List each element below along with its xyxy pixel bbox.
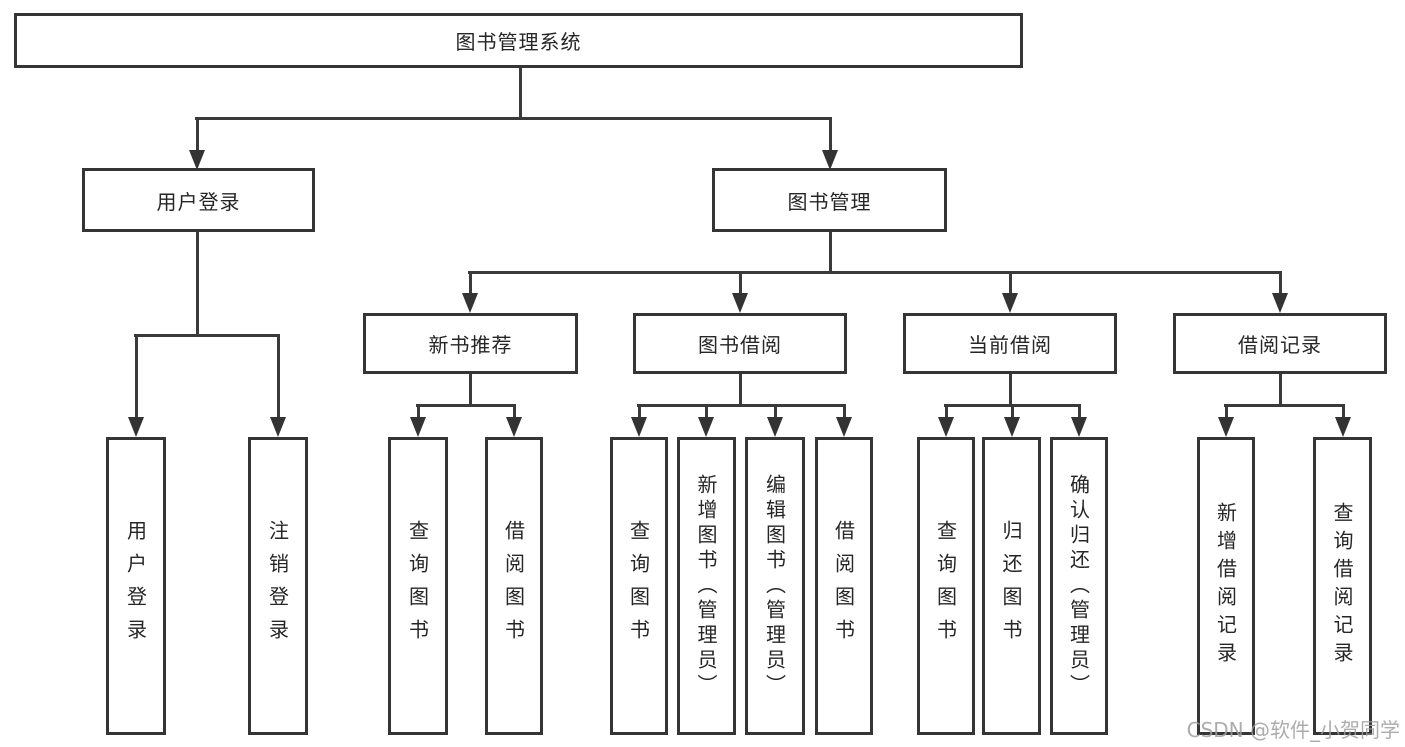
connector-arrowhead: [1004, 417, 1020, 437]
connector-hline: [1224, 403, 1345, 407]
leaf-label: 查询图书: [626, 520, 651, 652]
connector-hline: [195, 116, 832, 120]
node-current-borrow: 当前借阅: [903, 313, 1117, 374]
connector-arrowhead: [410, 417, 426, 437]
leaf-bb-edit-books-admin: 编辑图书（管理员）: [745, 437, 805, 735]
node-borrow-records: 借阅记录: [1173, 313, 1387, 374]
connector-arrow-stem: [637, 405, 641, 417]
node-library-management-system: 图书管理系统: [14, 13, 1023, 68]
leaf-label: 编辑图书（管理员）: [762, 473, 787, 699]
leaf-label: 查询图书: [405, 520, 430, 652]
node-label: 用户登录: [156, 189, 241, 214]
connector-hline: [468, 270, 1282, 274]
connector-arrowhead: [1335, 417, 1351, 437]
leaf-rec-query-books: 查询图书: [388, 437, 448, 735]
connector-arrow-stem: [195, 118, 199, 150]
connector-arrowhead: [1272, 293, 1288, 313]
connector-arrow-stem: [1341, 405, 1345, 417]
leaf-br-add-record: 新增借阅记录: [1197, 437, 1255, 735]
leaf-user-login: 用户登录: [106, 437, 166, 735]
leaf-logout: 注销登录: [248, 437, 308, 735]
connector-arrowhead: [822, 150, 838, 170]
connector-arrowhead: [1218, 417, 1234, 437]
connector-arrowhead: [270, 417, 286, 437]
connector-vline: [1278, 374, 1282, 405]
connector-arrow-stem: [704, 405, 708, 417]
connector-arrowhead: [506, 417, 522, 437]
leaf-label: 新增图书（管理员）: [694, 473, 718, 699]
connector-arrow-stem: [828, 118, 832, 150]
connector-hline: [134, 333, 280, 337]
leaf-cb-query-books: 查询图书: [917, 437, 975, 735]
leaf-bb-query-books: 查询图书: [610, 437, 668, 735]
node-label: 图书借阅: [698, 333, 782, 357]
connector-arrow-stem: [1010, 405, 1014, 417]
connector-arrowhead: [732, 293, 748, 313]
connector-vline: [195, 232, 199, 335]
connector-arrow-stem: [1008, 272, 1012, 293]
node-new-book-recommend: 新书推荐: [363, 313, 578, 374]
connector-arrowhead: [836, 417, 852, 437]
connector-hline: [637, 403, 846, 407]
leaf-label: 用户登录: [123, 520, 148, 652]
leaf-label: 借阅图书: [831, 520, 856, 652]
connector-arrow-stem: [512, 405, 516, 417]
node-label: 图书管理系统: [455, 30, 582, 54]
connector-arrowhead: [938, 417, 954, 437]
leaf-label: 归还图书: [999, 520, 1023, 652]
connector-arrowhead: [767, 417, 783, 437]
connector-arrow-stem: [468, 272, 472, 293]
connector-arrow-stem: [1077, 405, 1081, 417]
leaf-rec-borrow-books: 借阅图书: [485, 437, 543, 735]
leaf-cb-return-books: 归还图书: [982, 437, 1041, 735]
leaf-label: 新增借阅记录: [1213, 502, 1238, 670]
connector-arrow-stem: [944, 405, 948, 417]
connector-arrowhead: [462, 293, 478, 313]
connector-vline: [828, 232, 832, 272]
leaf-label: 注销登录: [265, 520, 290, 652]
leaf-bb-borrow-books: 借阅图书: [815, 437, 873, 735]
leaf-label: 查询图书: [933, 520, 958, 652]
connector-vline: [738, 374, 742, 405]
node-book-borrow: 图书借阅: [633, 313, 847, 374]
node-label: 新书推荐: [428, 333, 513, 357]
connector-arrow-stem: [134, 335, 138, 417]
connector-arrow-stem: [416, 405, 420, 417]
leaf-label: 借阅图书: [501, 520, 526, 652]
connector-vline: [468, 374, 472, 405]
leaf-br-query-record: 查询借阅记录: [1313, 437, 1372, 735]
connector-arrow-stem: [773, 405, 777, 417]
connector-arrow-stem: [1278, 272, 1282, 293]
connector-vline: [1008, 374, 1012, 405]
connector-arrowhead: [698, 417, 714, 437]
leaf-cb-confirm-return-admin: 确认归还（管理员）: [1050, 437, 1108, 735]
leaf-label: 确认归还（管理员）: [1066, 473, 1091, 699]
leaf-label: 查询借阅记录: [1330, 502, 1354, 670]
connector-arrow-stem: [842, 405, 846, 417]
connector-arrowhead: [631, 417, 647, 437]
node-label: 当前借阅: [968, 333, 1052, 357]
connector-vline: [518, 67, 522, 118]
node-user-login: 用户登录: [82, 168, 315, 232]
connector-hline: [416, 403, 516, 407]
connector-arrowhead: [128, 417, 144, 437]
connector-arrowhead: [1002, 293, 1018, 313]
connector-arrow-stem: [1224, 405, 1228, 417]
connector-arrow-stem: [276, 335, 280, 417]
node-book-management: 图书管理: [712, 168, 947, 232]
node-label: 图书管理: [787, 189, 872, 214]
leaf-bb-add-books-admin: 新增图书（管理员）: [677, 437, 736, 735]
watermark: CSDN @软件_小贺同学: [1186, 718, 1400, 742]
connector-arrowhead: [189, 150, 205, 170]
node-label: 借阅记录: [1238, 333, 1322, 357]
connector-arrowhead: [1071, 417, 1087, 437]
connector-arrow-stem: [738, 272, 742, 293]
